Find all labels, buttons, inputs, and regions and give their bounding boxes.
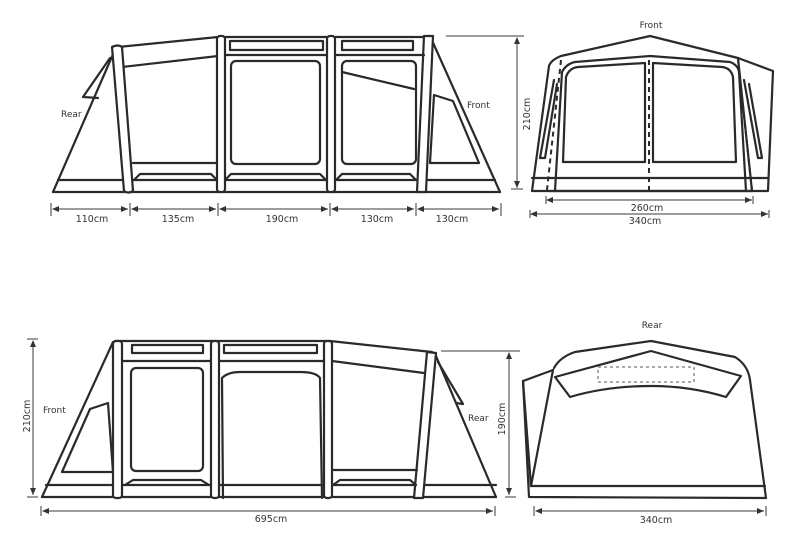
length-695-label: 695cm [255,514,288,525]
rear-base [529,368,767,488]
air-beam-4 [415,34,435,194]
section-2-skirt [132,172,219,182]
air-beam-1 [110,44,135,194]
section-4-diagonal [340,70,416,91]
rear-flap [81,56,112,100]
rear-label: Rear [61,110,82,120]
front-title: Front [640,21,663,31]
rear-vent-dashed [597,366,695,383]
height-210-label: 210cm [522,98,533,131]
end-view-rear: Rear 340cm [521,321,768,526]
section-4-skirt [334,172,418,182]
side-window-left [538,78,559,160]
door-b [220,370,324,500]
rear-flap-b [436,360,465,406]
rear-slope-b [434,354,498,499]
air-beam-2 [215,34,227,194]
dim-130a: 130cm [361,214,394,225]
side-window-right [742,78,764,160]
window-b-1 [129,366,205,473]
rear-title: Rear [642,321,663,331]
front-label: Front [467,101,490,111]
air-beam-3 [325,34,337,194]
dim-130b: 130cm [436,214,469,225]
vent-b-2 [222,343,319,355]
section-4-vent [340,39,415,52]
beam-b-3 [322,339,334,500]
section-4-window [340,59,418,166]
front-outline [530,34,775,193]
front-label-b: Front [43,406,66,416]
segment-dimensions: 110cm 135cm 190cm 130cm 130cm [50,203,502,225]
front-side-window [428,93,481,165]
height-190-label: 190cm [497,403,508,436]
side-view-top: Rear Front 110cm 135cm 190cm 130cm 130cm… [50,34,533,225]
roof-inner-b [330,359,426,375]
front-slope-b [40,340,115,499]
dim-110: 110cm [76,214,109,225]
rear-label-b: Rear [468,414,489,424]
rear-side-edge [521,379,533,488]
roof-inner-line [120,54,220,69]
front-side-window-b [60,401,115,474]
front-slope-line [428,34,502,194]
end-view-front: Front 260cm 340cm [529,21,775,227]
door-zip-right [737,59,753,191]
rear-canopy [553,349,743,399]
width-340-label: 340cm [629,216,662,227]
width-340-label-rear: 340cm [640,515,673,526]
front-window-left [561,61,647,164]
rear-slope-line [51,50,116,194]
beam-b-1 [111,339,124,500]
rear-outline [521,339,768,500]
vent-b-1 [130,343,205,355]
section-3-vent [228,39,325,52]
section-3-window [229,59,322,166]
beam-b-2 [209,339,221,500]
side-view-bottom: Front Rear 210cm 190cm 695cm [22,338,520,525]
dim-135: 135cm [162,214,195,225]
front-door-frame [553,54,748,193]
section-3-skirt [223,172,328,182]
beam-b-4 [412,350,438,500]
door-zip-left [546,59,562,191]
dim-190: 190cm [266,214,299,225]
width-260-label: 260cm [631,203,664,214]
roof-line-b [113,339,434,354]
front-window-right [651,61,738,164]
height-210-label-b: 210cm [22,400,33,433]
